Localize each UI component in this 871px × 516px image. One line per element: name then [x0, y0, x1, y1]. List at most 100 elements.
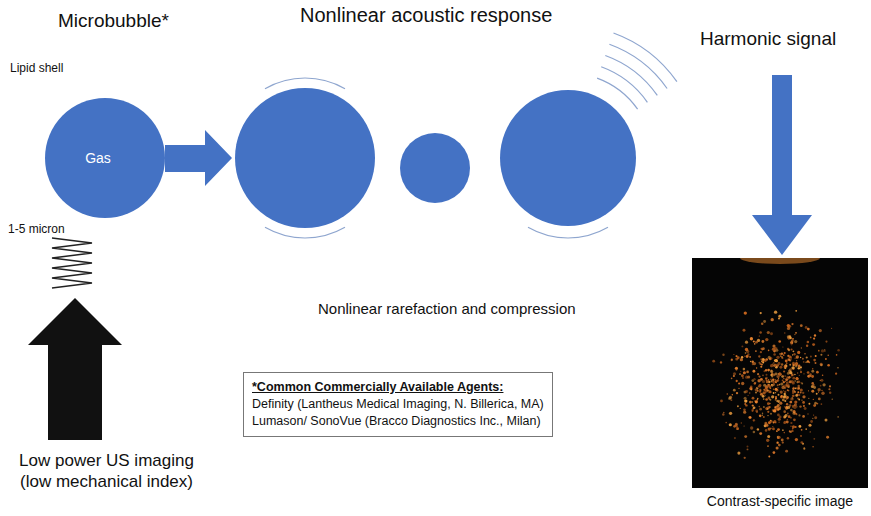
contrast-dot — [781, 353, 783, 355]
contrast-dot — [799, 375, 800, 376]
contrast-dot — [750, 426, 753, 429]
contrast-dot — [814, 416, 817, 419]
contrast-dot — [773, 392, 775, 394]
contrast-dot — [793, 353, 795, 355]
contrast-dot — [800, 366, 802, 368]
contrast-dot — [773, 383, 776, 386]
contrast-dot — [797, 385, 800, 388]
contrast-dot — [738, 388, 739, 389]
contrast-dot — [736, 427, 739, 430]
contrast-dot — [812, 418, 813, 419]
contrast-dot — [788, 359, 790, 361]
part-label: Lipid shell — [10, 62, 63, 76]
contrast-dot — [749, 356, 751, 358]
contrast-dot — [779, 384, 781, 386]
contrast-dot — [821, 349, 824, 352]
contrast-dot — [789, 337, 791, 339]
contrast-dot — [810, 431, 811, 432]
contrast-dot — [800, 369, 801, 370]
contrast-dot — [775, 359, 778, 362]
contrast-dot — [750, 337, 753, 340]
contrast-dot — [738, 382, 740, 384]
contrast-dot — [791, 348, 793, 350]
contrast-dot — [741, 382, 744, 385]
contrast-dot — [781, 392, 782, 393]
contrast-dot — [827, 354, 828, 355]
motion-arcs — [265, 78, 608, 238]
contrast-dot — [786, 421, 789, 424]
contrast-dot — [822, 383, 825, 386]
contrast-dot — [769, 420, 772, 423]
contrast-dot — [733, 372, 736, 375]
contrast-dot — [754, 343, 756, 345]
contrast-dot — [750, 361, 751, 362]
contrast-dot — [797, 351, 800, 354]
contrast-dot — [794, 334, 795, 335]
contrast-dot — [744, 435, 747, 438]
contrast-dot — [783, 381, 785, 383]
ultrasound-arrow — [28, 298, 122, 440]
contrast-dot — [818, 391, 819, 392]
contrast-dot — [722, 413, 725, 416]
contrast-dot — [762, 415, 763, 416]
contrast-dot — [767, 415, 768, 416]
contrast-dot — [777, 437, 779, 439]
contrast-dot — [765, 429, 768, 432]
contrast-dot — [761, 322, 763, 324]
contrast-dot — [778, 401, 779, 402]
ultrasound-wave — [52, 238, 92, 288]
contrast-dot — [790, 422, 792, 424]
contrast-dot — [781, 386, 784, 389]
contrast-dot — [813, 386, 816, 389]
size-label: 1-5 micron — [8, 223, 65, 237]
contrast-dot — [771, 395, 774, 398]
contrast-dot — [810, 375, 812, 377]
contrast-dot — [768, 385, 771, 388]
contrast-dot — [726, 393, 728, 395]
contrast-dot — [785, 378, 788, 381]
contrast-dot — [794, 400, 797, 403]
contrast-dot — [760, 351, 762, 353]
contrast-dot — [743, 411, 746, 414]
contrast-dot — [740, 371, 741, 372]
contrast-dot — [787, 419, 788, 420]
contrast-dot — [798, 414, 800, 416]
contrast-dot — [759, 406, 761, 408]
contrast-dot — [720, 361, 722, 363]
contrast-dot — [803, 448, 805, 450]
contrast-dot — [751, 409, 754, 412]
sound-wave — [597, 78, 638, 109]
contrast-dot — [794, 413, 795, 414]
contrast-dot — [778, 318, 780, 320]
contrast-dot — [781, 357, 783, 359]
contrast-dot — [778, 378, 779, 379]
contrast-dot — [807, 371, 810, 374]
contrast-dot — [797, 380, 800, 383]
contrast-dot — [787, 384, 790, 387]
contrast-dot — [798, 399, 800, 401]
contrast-dot — [767, 411, 769, 413]
contrast-dot — [801, 429, 803, 431]
contrast-dot — [813, 399, 814, 400]
contrast-dot — [761, 363, 763, 365]
contrast-dot — [784, 393, 786, 395]
contrast-dot — [749, 401, 752, 404]
contrast-dot — [808, 424, 811, 427]
contrast-dot — [773, 420, 776, 423]
contrast-dot — [777, 404, 780, 407]
contrast-dot — [787, 358, 790, 361]
contrast-dot — [825, 341, 827, 343]
contrast-dot — [784, 365, 787, 368]
contrast-dot — [826, 436, 829, 439]
contrast-dot — [772, 379, 774, 381]
contrast-dot — [811, 370, 814, 373]
stage-title: Nonlinear acoustic response — [300, 4, 552, 27]
contrast-dot — [784, 406, 785, 407]
contrast-dot — [784, 421, 785, 422]
contrast-dot — [784, 375, 786, 377]
contrast-dot — [798, 394, 800, 396]
contrast-dot — [753, 378, 755, 380]
contrast-dot — [802, 401, 805, 404]
contrast-dot — [765, 391, 767, 393]
contrast-dot — [753, 406, 756, 409]
